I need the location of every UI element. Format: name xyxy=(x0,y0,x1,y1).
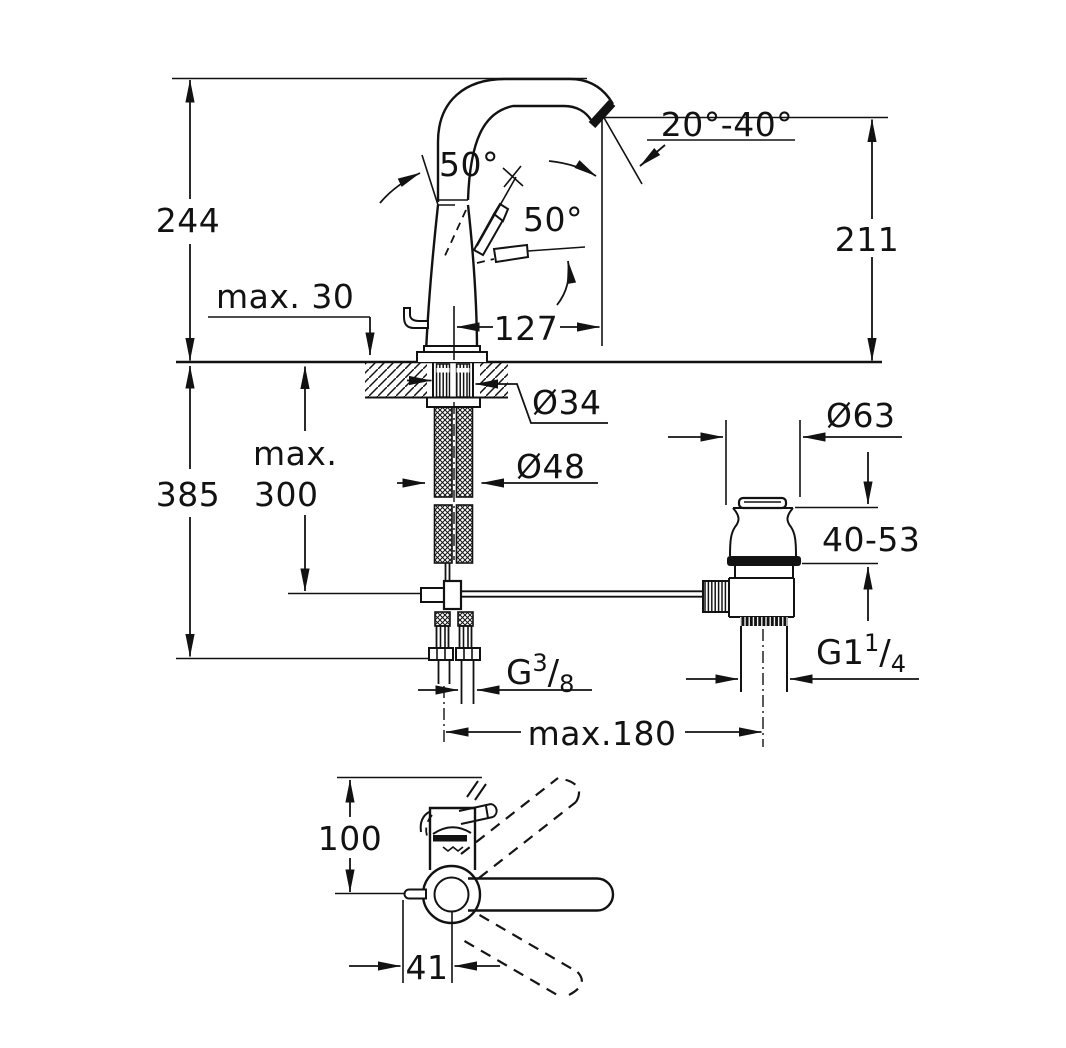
waste-push-cap xyxy=(737,496,788,510)
dim-body-depth-label: 100 xyxy=(318,819,383,858)
plan-pull-rod xyxy=(403,888,427,900)
waste-thread-band xyxy=(740,617,788,626)
dim-overall-height-label: 244 xyxy=(156,201,221,240)
plan-hook-arc xyxy=(419,811,430,833)
dimension-rod-reach: max.180 xyxy=(445,714,762,753)
dim-angle-open-label: 50° xyxy=(439,145,499,184)
dimension-hose-length: max. 300 xyxy=(253,366,423,595)
lever-down-position-head xyxy=(492,243,530,264)
lever-extreme-line xyxy=(421,154,439,206)
dimension-max-deck: max. 30 xyxy=(208,277,375,356)
body-right-edge xyxy=(466,204,479,353)
lever-down-axis xyxy=(527,246,586,252)
dimension-handle-angles: 50° 50° xyxy=(379,145,597,306)
dim-shank-dia-label: Ø34 xyxy=(532,383,601,422)
plan-logo-mark xyxy=(442,845,464,853)
rod-joint-block xyxy=(442,579,463,611)
dimension-rod-offset: 41 xyxy=(349,900,500,987)
dim-hose-length-label-1: max. xyxy=(253,434,337,473)
deck-hatch-right xyxy=(480,362,508,398)
mounting-shank xyxy=(426,362,481,408)
lever-axis-cross xyxy=(502,165,524,188)
pop-up-rod xyxy=(420,563,702,611)
dimension-waste-thread: G11/4 xyxy=(686,629,919,684)
dim-total-depth-label: 385 xyxy=(156,475,221,514)
dimension-flange-diameter: Ø63 xyxy=(668,396,902,505)
dimension-spout-tip-angle: 20°-40° xyxy=(602,105,795,185)
body-left-edge xyxy=(424,204,440,353)
plan-handle-alt-upper xyxy=(460,776,581,879)
dim-supply-thread-label: G3/8 xyxy=(506,649,574,698)
dimension-clamping-range: 40-53 xyxy=(795,452,920,621)
dimension-spout-height: 211 xyxy=(835,119,900,361)
dim-rod-reach-label: max.180 xyxy=(528,714,677,753)
drain-assembly: Ø63 40-53 G11/4 xyxy=(668,396,920,747)
lever-down-dashes xyxy=(476,258,495,264)
faucet-plan-outline xyxy=(403,776,615,1000)
spout-inner-curve xyxy=(466,104,593,201)
dim-rod-offset-label: 41 xyxy=(406,948,449,987)
waste-adjust-knob xyxy=(702,580,730,613)
waste-gasket xyxy=(727,556,801,566)
dim-flange-dia-label: Ø63 xyxy=(826,396,895,435)
dim-waste-thread-label: G11/4 xyxy=(816,629,906,678)
dimension-body-depth: 100 xyxy=(318,779,383,893)
dim-hole-dia-label: Ø48 xyxy=(516,447,585,486)
dim-hose-length-label-2: 300 xyxy=(254,475,319,514)
dimension-spout-reach: 127 xyxy=(456,309,600,348)
spout-tip-cut xyxy=(588,99,616,129)
lever-hidden-line xyxy=(442,209,467,261)
spout-outer-curve xyxy=(436,77,614,202)
lever-axis-line xyxy=(476,176,517,247)
dimension-overall-height: 244 xyxy=(156,79,221,361)
body-joint-line xyxy=(437,199,468,206)
tube-band-left xyxy=(436,368,450,373)
dimension-total-depth: 385 xyxy=(156,365,429,660)
plan-view: 100 xyxy=(318,776,615,1000)
tube-band-right xyxy=(456,368,470,373)
plan-pivot-inner xyxy=(433,876,470,913)
dim-tip-angle-label: 20°-40° xyxy=(661,105,793,144)
plan-swivel-dash-arc xyxy=(425,814,433,842)
plan-spout-alt-ticks xyxy=(466,780,487,801)
plan-handle-alt-lower xyxy=(463,914,583,1000)
dimension-supply-thread: G3/8 xyxy=(418,649,592,698)
plan-spout-tube xyxy=(458,803,498,825)
plan-handle xyxy=(468,877,615,912)
dim-max-deck-label: max. 30 xyxy=(216,277,354,316)
hose-end-fittings xyxy=(428,611,481,744)
pop-up-waste-outline xyxy=(702,496,801,747)
faucet-side-outline xyxy=(403,77,616,362)
supply-pipe-stubs xyxy=(437,660,475,704)
dim-angle-travel-label: 50° xyxy=(523,200,583,239)
horizontal-rod xyxy=(461,590,702,598)
side-view: 244 max. 30 xyxy=(156,77,900,364)
dim-spout-reach-label: 127 xyxy=(494,309,559,348)
dim-spout-height-label: 211 xyxy=(835,220,900,259)
plan-spout-band xyxy=(433,835,467,842)
dimension-hole-diameter: Ø48 xyxy=(397,447,598,488)
pull-rod-knob xyxy=(403,307,429,329)
dimension-shank-diameter: Ø34 xyxy=(407,375,608,424)
connection-nut-right xyxy=(455,647,481,661)
dim-clamp-range-label: 40-53 xyxy=(822,520,920,559)
connection-nut-left xyxy=(428,647,454,661)
base-escutcheon xyxy=(416,345,488,362)
below-deck-view: 385 max. 300 xyxy=(156,362,762,753)
supply-hoses xyxy=(433,402,474,564)
waste-tailpipe xyxy=(740,626,788,692)
rod-end-cap xyxy=(420,587,445,603)
